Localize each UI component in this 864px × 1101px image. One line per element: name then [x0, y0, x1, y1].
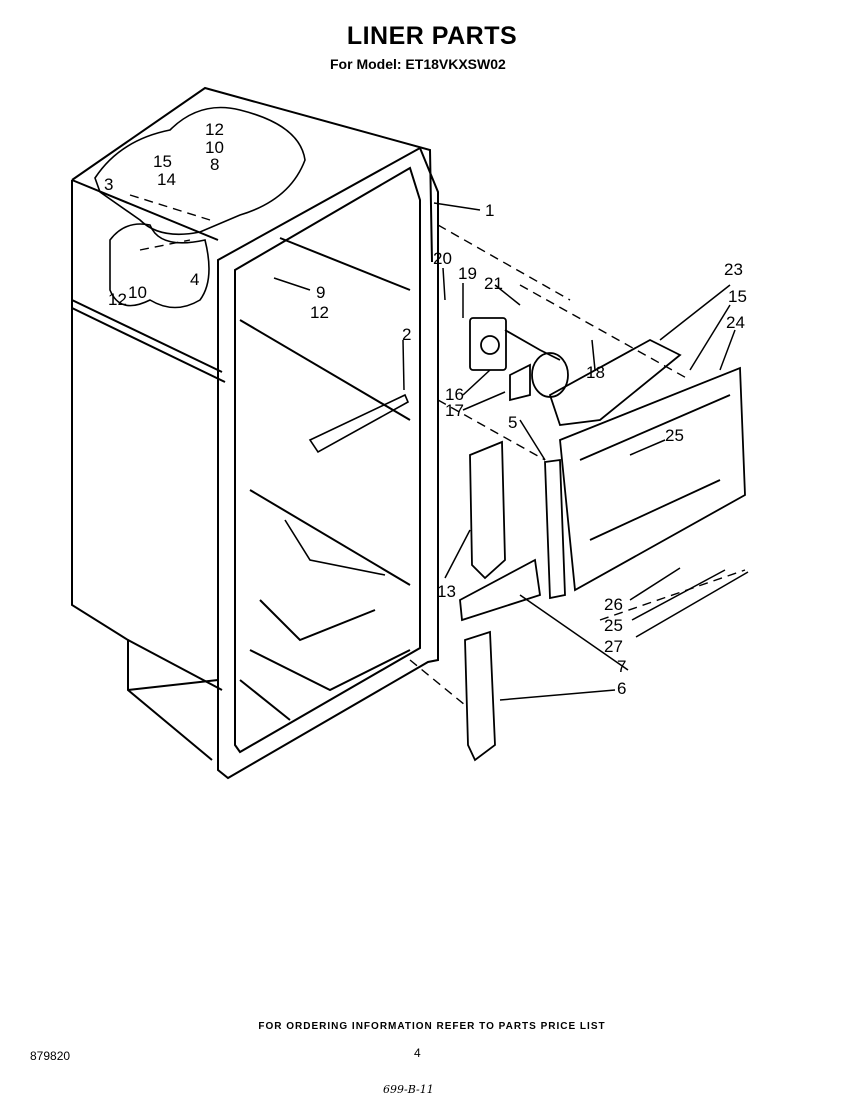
callout-23: 23	[724, 260, 743, 279]
callout-15-right: 15	[728, 287, 747, 306]
fan-motor-assembly	[469, 317, 569, 402]
cabinet-shell	[71, 86, 433, 761]
callout-24: 24	[726, 313, 745, 332]
callout-5: 5	[508, 413, 517, 432]
page-number: 4	[414, 1046, 421, 1060]
callout-14: 14	[157, 170, 176, 189]
drawing-code: 879820	[30, 1049, 71, 1063]
callout-2: 2	[402, 325, 411, 344]
callout-6: 6	[617, 679, 626, 698]
callout-13: 13	[437, 582, 456, 601]
callout-15-left: 15	[153, 152, 172, 171]
callout-17: 17	[445, 401, 464, 420]
back-panel-cutout	[94, 106, 306, 309]
callout-labels: 1 2 3 4 5 6 7 8 9 10 10 12 12 12 13 14 1…	[104, 120, 747, 698]
callout-7: 7	[617, 657, 626, 676]
callout-26: 26	[604, 595, 623, 614]
callout-4: 4	[190, 270, 199, 289]
duct-panels	[459, 440, 541, 762]
callout-12-left: 12	[108, 290, 127, 309]
callout-27: 27	[604, 637, 623, 656]
callout-21: 21	[484, 274, 503, 293]
ordering-info: FOR ORDERING INFORMATION REFER TO PARTS …	[258, 1021, 606, 1032]
handwritten-note: 699-B-11	[383, 1083, 434, 1096]
leader-lines	[273, 202, 749, 701]
model-subtitle: For Model: ET18VKXSW02	[330, 56, 506, 72]
assembly-lines	[129, 194, 746, 706]
interior-rails	[284, 393, 410, 576]
callout-3: 3	[104, 175, 113, 194]
callout-1: 1	[485, 201, 494, 220]
page-title: LINER PARTS	[346, 22, 518, 50]
evaporator-cover	[544, 338, 746, 600]
callout-12-top: 12	[205, 120, 224, 139]
callout-10-top: 10	[205, 138, 224, 157]
callout-8: 8	[210, 155, 219, 174]
callout-25-top: 25	[665, 426, 684, 445]
liner-frame	[217, 146, 439, 780]
callout-12-mid: 12	[310, 303, 329, 322]
callout-20: 20	[433, 249, 452, 268]
callout-18: 18	[586, 363, 605, 382]
callout-16: 16	[445, 385, 464, 404]
callout-19: 19	[458, 264, 477, 283]
callout-25-bottom: 25	[604, 616, 623, 635]
callout-10-left: 10	[128, 283, 147, 302]
callout-9: 9	[316, 283, 325, 302]
